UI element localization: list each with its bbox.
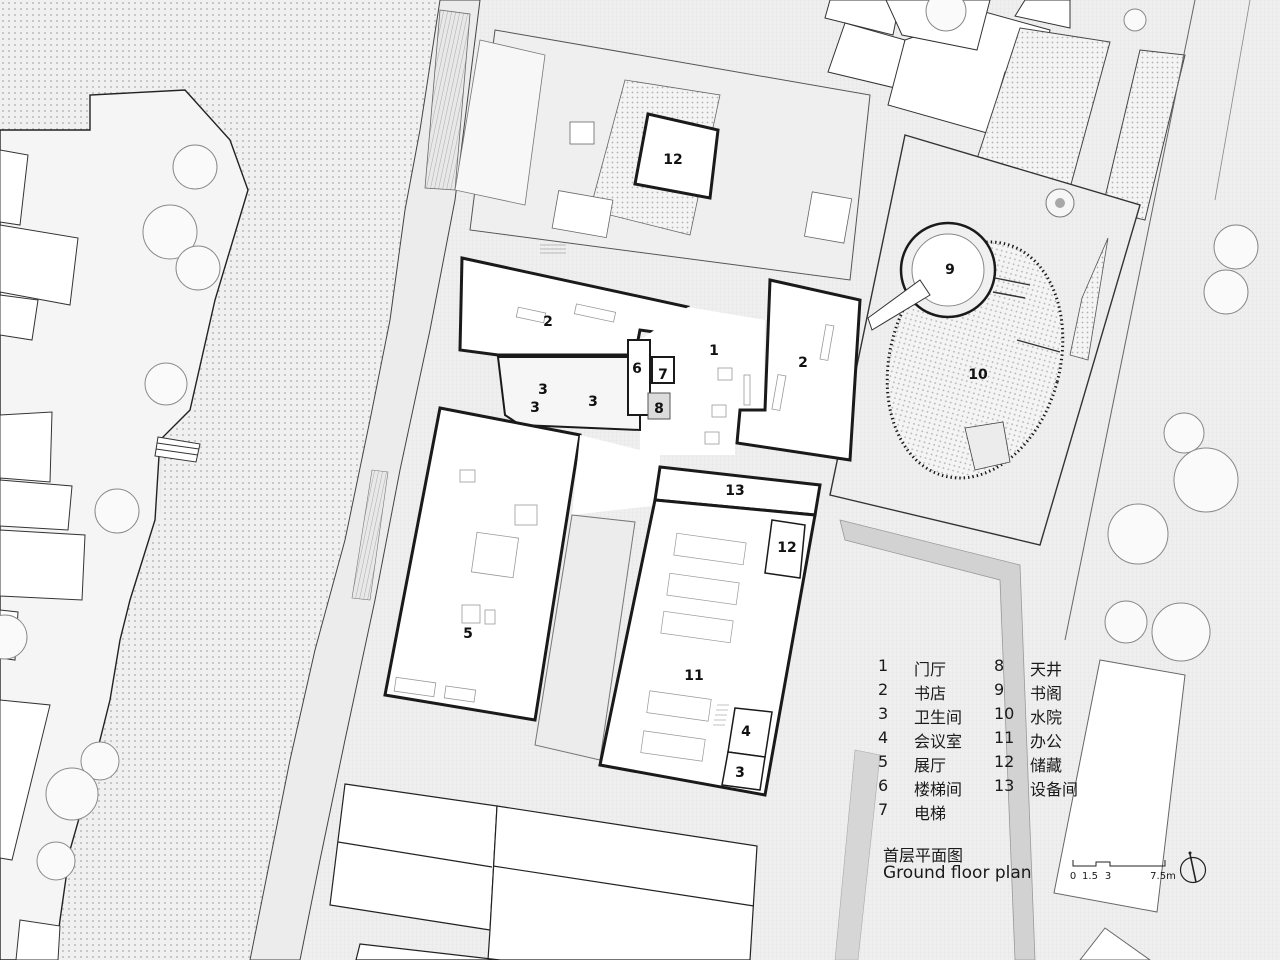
pavilion-spur-walls	[992, 277, 1061, 353]
tree-north-2	[1123, 8, 1147, 32]
legend-number: 1	[878, 656, 889, 675]
legend-label: 书店	[914, 684, 947, 703]
stairs-main	[540, 244, 729, 726]
plaza-side-strip	[1069, 237, 1109, 361]
room-label-storage-north: 12	[663, 152, 683, 168]
room-label-elevator: 7	[658, 367, 668, 383]
legend-label: 水院	[1030, 708, 1063, 727]
river-water	[0, 0, 440, 960]
east-boundary	[1064, 0, 1196, 641]
legend-label: 门厅	[914, 660, 947, 679]
stair-room	[627, 339, 651, 416]
legend-label: 楼梯间	[914, 780, 963, 799]
room-label-toilet-b: 3	[530, 400, 540, 416]
central-corridor	[572, 435, 660, 515]
drawing-title-chinese: 首层平面图	[883, 846, 964, 865]
room-label-book-pavilion: 9	[945, 262, 955, 278]
office-storage	[764, 519, 806, 579]
legend-number: 8	[994, 656, 1005, 675]
legend-number: 2	[878, 680, 889, 699]
legend-label: 办公	[1030, 732, 1063, 751]
room-label-equipment: 13	[725, 483, 745, 499]
legend-number: 10	[994, 704, 1015, 723]
access-ramp	[839, 519, 1036, 960]
legend-label: 设备间	[1030, 780, 1079, 799]
east-promenade	[249, 0, 481, 960]
room-label-water-court: 10	[968, 367, 988, 383]
north-buildings	[824, 0, 1071, 134]
scale-tick-3: 3	[1104, 871, 1112, 882]
west-buildings	[0, 149, 86, 861]
legend-label: 展厅	[914, 756, 947, 775]
pavilion-bridge	[867, 279, 931, 331]
tree-north	[925, 0, 967, 32]
elevator-shaft	[651, 356, 675, 384]
se-building-fragment	[1079, 927, 1151, 960]
room-label-office: 11	[684, 668, 704, 684]
room-label-storage-office: 12	[777, 540, 797, 556]
office-toilet	[721, 751, 766, 791]
exhibition-hall	[383, 406, 582, 722]
office-desks	[640, 532, 747, 762]
east-building	[1053, 659, 1186, 913]
south-warehouses	[329, 783, 758, 960]
room-label-stair: 6	[632, 361, 642, 377]
room-label-toilet-a: 3	[538, 382, 548, 398]
legend-label: 卫生间	[914, 708, 963, 727]
planting-strip-ne-2	[1101, 49, 1186, 221]
trees-west	[0, 144, 221, 881]
scale-tick-7-5: 7.5m	[1150, 871, 1176, 882]
legend-number: 7	[878, 800, 889, 819]
legend-number: 5	[878, 752, 889, 771]
fountain-center	[1055, 198, 1065, 208]
legend-number: 9	[994, 680, 1005, 699]
scale-tick-1-5: 1.5	[1082, 871, 1098, 882]
east-boundary-2	[1214, 0, 1251, 201]
west-stairs	[15, 436, 201, 960]
scale-tick-0: 0	[1069, 871, 1077, 882]
riverside-steps-2	[351, 469, 389, 601]
west-bank	[0, 0, 190, 130]
room-label-toilet-d: 3	[735, 765, 745, 781]
legend-number: 6	[878, 776, 889, 795]
room-label-exhibition: 5	[463, 626, 473, 642]
room-label-meeting: 4	[741, 724, 751, 740]
light-well	[647, 392, 671, 420]
lobby	[640, 307, 765, 460]
planter-trees-north	[551, 121, 853, 244]
room-label-light-well: 8	[654, 401, 664, 417]
water-pool-platform	[964, 421, 1011, 471]
legend-number: 13	[994, 776, 1015, 795]
room-label-bookshop-west: 2	[543, 314, 553, 330]
legend-number: 12	[994, 752, 1015, 771]
book-pavilion-inner	[911, 233, 985, 307]
trees-east	[1104, 224, 1259, 662]
legend-number: 3	[878, 704, 889, 723]
legend-label: 天井	[1030, 660, 1063, 679]
room-label-lobby: 1	[709, 343, 719, 359]
scale-bar	[1072, 860, 1166, 867]
ramp-west	[834, 749, 881, 960]
north-arrow-icon	[1179, 851, 1207, 884]
drawing-title-english: Ground floor plan	[883, 863, 1032, 883]
legend-label: 储藏	[1030, 756, 1063, 775]
legend-number: 4	[878, 728, 889, 747]
room-label-bookshop-east: 2	[798, 355, 808, 371]
legend-label: 书阁	[1030, 684, 1063, 703]
room-label-toilet-c: 3	[588, 394, 598, 410]
service-core	[496, 356, 641, 432]
storage-pavilion	[633, 112, 720, 200]
north-terrace-steps	[454, 39, 546, 206]
furniture	[393, 303, 835, 703]
legend-label: 会议室	[914, 732, 963, 751]
legend-number: 11	[994, 728, 1015, 747]
legend-label: 电梯	[914, 804, 947, 823]
